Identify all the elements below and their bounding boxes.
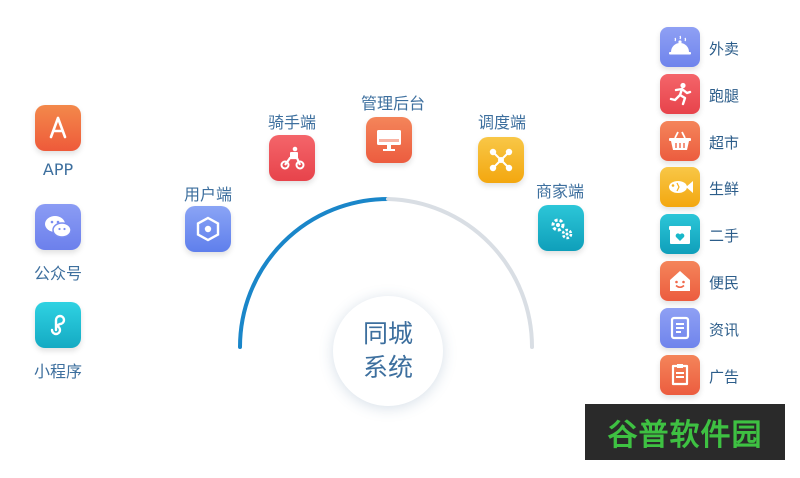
service-label-supermarket: 超市 xyxy=(709,134,740,152)
platform-label-app: APP xyxy=(42,160,74,179)
running-man-icon[interactable] xyxy=(660,74,700,114)
center-system-badge: 同城 系统 xyxy=(333,296,443,406)
platform-label-mini-program: 小程序 xyxy=(33,362,82,381)
service-label-fresh: 生鲜 xyxy=(709,180,740,198)
monitor-icon[interactable] xyxy=(366,117,412,163)
service-label-ads: 广告 xyxy=(709,368,740,386)
node-label-rider: 骑手端 xyxy=(267,113,316,132)
ad-note-icon[interactable] xyxy=(660,355,700,395)
fish-icon[interactable] xyxy=(660,167,700,207)
gears-icon[interactable] xyxy=(538,205,584,251)
node-label-admin: 管理后台 xyxy=(360,94,425,113)
box-heart-icon[interactable] xyxy=(660,214,700,254)
platform-label-wechat: 公众号 xyxy=(33,264,82,283)
node-label-merchant: 商家端 xyxy=(535,182,584,201)
service-label-news: 资讯 xyxy=(709,321,740,339)
food-cloche-icon[interactable] xyxy=(660,27,700,67)
service-label-takeout: 外卖 xyxy=(709,40,740,58)
arc-progress xyxy=(238,197,390,349)
node-label-user: 用户端 xyxy=(183,185,232,204)
house-smile-icon[interactable] xyxy=(660,261,700,301)
arc-remaining xyxy=(386,197,534,349)
service-label-convenience: 便民 xyxy=(709,274,740,292)
document-icon[interactable] xyxy=(660,308,700,348)
dispatch-nodes-icon[interactable] xyxy=(478,137,524,183)
watermark-logo: 谷普软件园 xyxy=(585,404,785,460)
shopping-basket-icon[interactable] xyxy=(660,121,700,161)
wechat-icon[interactable] xyxy=(35,204,81,250)
center-title-line1: 同城 xyxy=(362,319,413,348)
mini-program-icon[interactable] xyxy=(35,302,81,348)
user-hexagon-icon[interactable] xyxy=(185,206,231,252)
center-title-line2: 系统 xyxy=(362,353,413,382)
app-store-icon[interactable] xyxy=(35,105,81,151)
node-label-dispatch: 调度端 xyxy=(477,113,526,132)
scooter-rider-icon[interactable] xyxy=(269,135,315,181)
service-label-errand: 跑腿 xyxy=(709,87,740,105)
service-label-second-hand: 二手 xyxy=(709,227,740,245)
